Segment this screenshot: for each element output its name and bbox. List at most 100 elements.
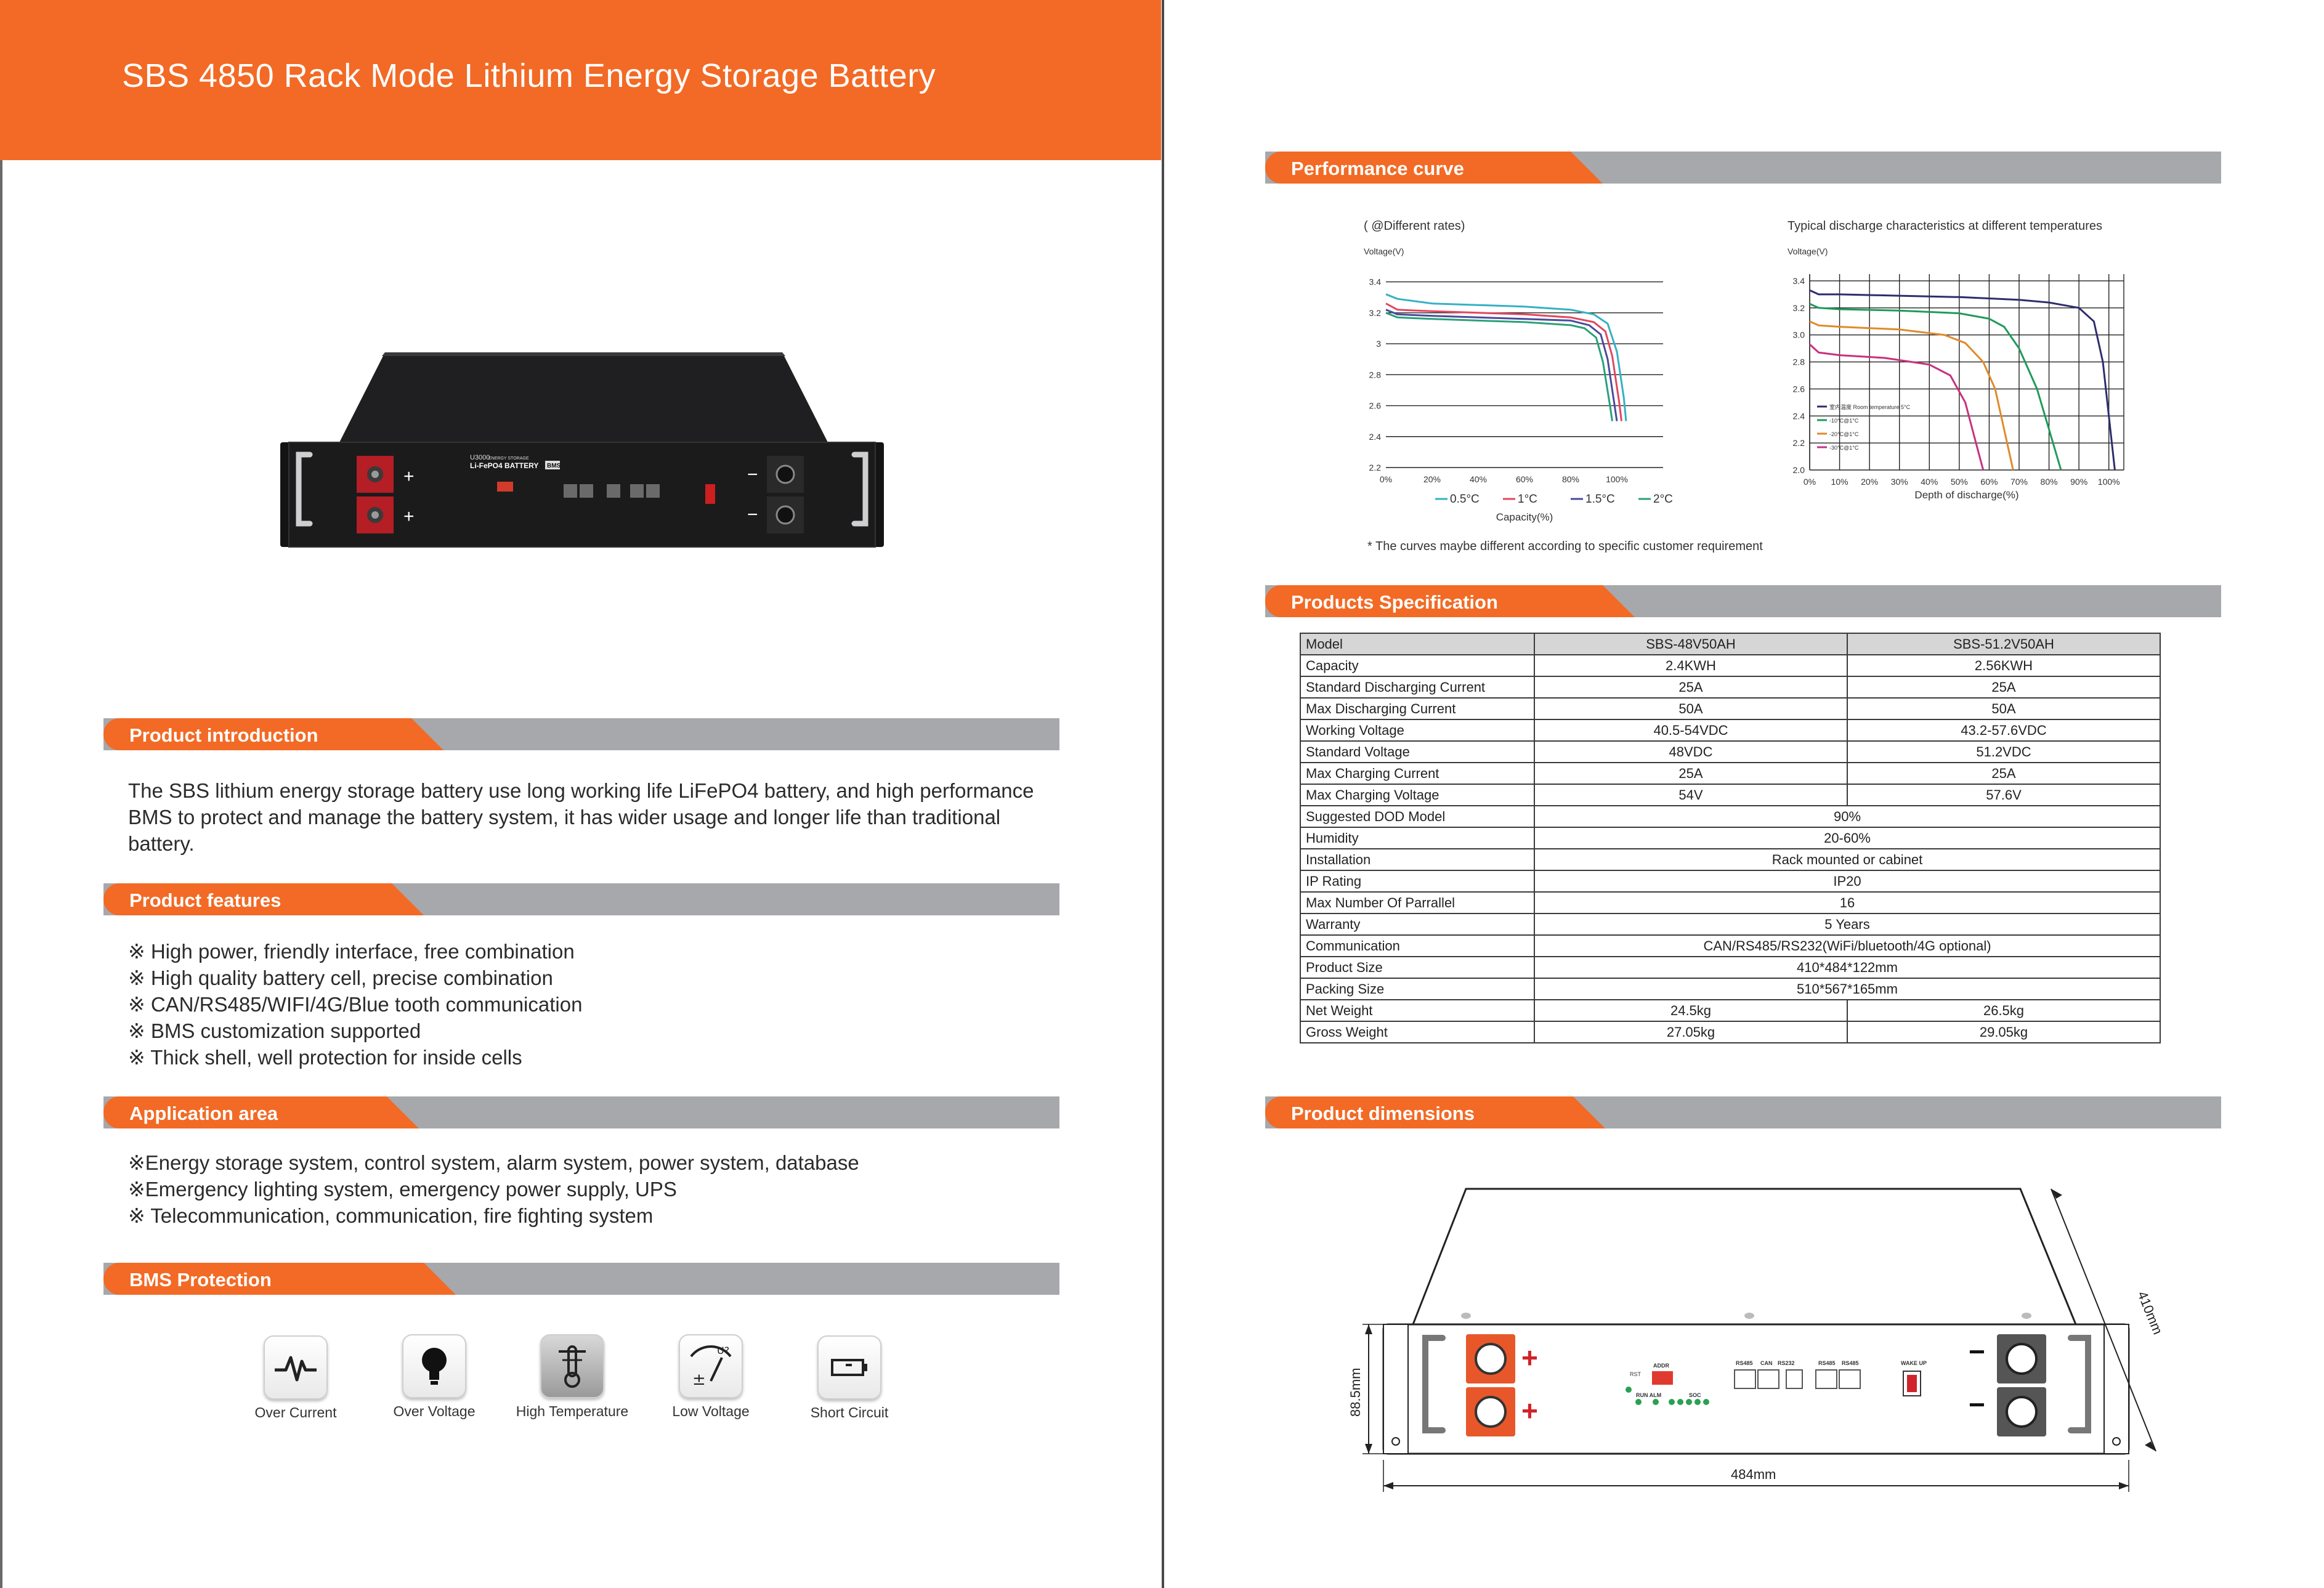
spec-value: 25A [1534, 762, 1848, 785]
x-tick-label: 80% [1562, 474, 1579, 484]
series-line-1 [1385, 302, 1622, 421]
spec-value: 54V [1534, 784, 1848, 806]
bms-over-current: Over Current [234, 1335, 357, 1421]
x-tick-label: 20% [1861, 477, 1878, 487]
spec-value: Rack mounted or cabinet [1534, 848, 2161, 871]
application-item: ※Emergency lighting system, emergency po… [128, 1178, 677, 1201]
section-title: Product features [129, 889, 281, 911]
negative-terminal-bottom [767, 496, 804, 533]
series-line-1 [1809, 302, 2062, 471]
spec-value: 5 Years [1534, 913, 2161, 936]
chart-title: Typical discharge characteristics at dif… [1788, 219, 2102, 233]
section-title: Application area [129, 1103, 278, 1124]
positive-terminal-bottom [1466, 1387, 1515, 1436]
section-title: Products Specification [1291, 591, 1498, 613]
section-title: Product introduction [129, 724, 318, 746]
svg-text:U?: U? [717, 1345, 729, 1356]
bms-badge: BMS [547, 463, 561, 469]
product-photo: + + U3000 ENERGY STORAGE Li-FePO4 BATTER… [280, 352, 884, 548]
spec-value: 16 [1534, 891, 2161, 914]
spec-header-cell: Model [1300, 633, 1535, 655]
y-tick-label: 2.4 [1793, 411, 1805, 421]
spec-label: Standard Voltage [1300, 740, 1535, 763]
minus-sign-bottom: − [747, 504, 758, 525]
x-axis-label: Depth of discharge(%) [1914, 489, 2018, 501]
x-tick-label: 40% [1470, 474, 1487, 484]
series-line-3 [1385, 312, 1613, 421]
application-item: ※Energy storage system, control system, … [128, 1151, 859, 1174]
spec-value: 51.2VDC [1847, 740, 2161, 763]
positive-terminal-top [1466, 1334, 1515, 1383]
svg-text:±: ± [692, 1371, 706, 1389]
can-label: CAN [1760, 1360, 1773, 1366]
spec-value: 40.5-54VDC [1534, 719, 1848, 742]
x-tick-label: 0% [1380, 474, 1392, 484]
feature-item: ※ High quality battery cell, precise com… [128, 966, 553, 989]
plus-sign-top: + [1521, 1342, 1538, 1374]
section-header-application: Application area [103, 1096, 1059, 1128]
y-tick-label: 2.6 [1369, 401, 1382, 411]
legend-label: 1°C [1518, 493, 1537, 506]
bms-label: Short Circuit [810, 1404, 889, 1420]
depth-dimension: 410mm [2134, 1289, 2166, 1337]
spec-value: 25A [1847, 676, 2161, 699]
y-tick-label: 3.2 [1369, 308, 1382, 318]
rs485-label-c: RS485 [1842, 1360, 1859, 1366]
spec-label: Packing Size [1300, 978, 1535, 1000]
minus-sign-top: − [1969, 1335, 1985, 1367]
wake-up-label: WAKE UP [1901, 1360, 1927, 1366]
x-tick-label: 100% [2098, 477, 2120, 487]
spec-value: 25A [1534, 676, 1848, 699]
positive-terminal-top [357, 456, 394, 493]
y-tick-label: 2.6 [1793, 384, 1805, 394]
rst-label: RST [1630, 1371, 1642, 1377]
spec-value: 2.56KWH [1847, 654, 2161, 677]
legend-label: 1.5°C [1585, 493, 1615, 506]
spec-label: Max Discharging Current [1300, 697, 1535, 720]
x-tick-label: 0% [1804, 477, 1816, 487]
spec-value: CAN/RS485/RS232(WiFi/bluetooth/4G option… [1534, 934, 2161, 957]
spec-value: 29.05kg [1847, 1021, 2161, 1043]
y-tick-label: 2.0 [1793, 465, 1805, 475]
spec-header-cell: SBS-48V50AH [1534, 633, 1848, 655]
y-tick-label: 3.2 [1793, 303, 1805, 313]
dimension-drawing: + + RST ADDR RUN ALM SOC RS485 CAN RS232… [1348, 1188, 2166, 1492]
thermometer-icon [540, 1334, 604, 1398]
y-tick-label: 3.0 [1793, 330, 1805, 340]
spec-value: 510*567*165mm [1534, 978, 2161, 1000]
spec-value: 50A [1534, 697, 1848, 720]
x-tick-label: 50% [1951, 477, 1968, 487]
run-alm-label: RUN ALM [1636, 1392, 1661, 1398]
spec-value: IP20 [1534, 870, 2161, 893]
chart-discharge-rates: ( @Different rates)Voltage(V)3.43.232.82… [1364, 219, 1673, 523]
section-title: Performance curve [1291, 158, 1464, 179]
spec-value: 24.5kg [1534, 999, 1848, 1022]
pulse-icon [264, 1335, 328, 1400]
spec-label: Communication [1300, 934, 1535, 957]
spec-label: Gross Weight [1300, 1021, 1535, 1043]
spec-label: Suggested DOD Model [1300, 805, 1535, 828]
negative-terminal-bottom [1997, 1387, 2046, 1436]
battery-icon [817, 1335, 881, 1400]
page-divider [1162, 0, 1164, 1588]
spec-label: Standard Discharging Current [1300, 676, 1535, 699]
section-header-introduction: Product introduction [103, 718, 1059, 750]
spec-header-cell: SBS-51.2V50AH [1847, 633, 2161, 655]
title-banner [0, 0, 1161, 160]
y-tick-label: 2.2 [1793, 438, 1805, 448]
x-tick-label: 60% [1980, 477, 1998, 487]
soc-label: SOC [1689, 1392, 1701, 1398]
spec-value: 43.2-57.6VDC [1847, 719, 2161, 742]
minus-sign-bottom: − [1969, 1388, 1985, 1420]
spec-value: 48VDC [1534, 740, 1848, 763]
legend-label: 0.5°C [1450, 493, 1480, 506]
feature-item: ※ BMS customization supported [128, 1019, 421, 1042]
